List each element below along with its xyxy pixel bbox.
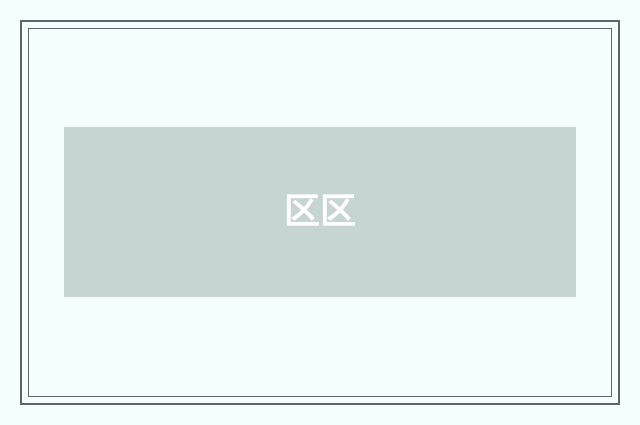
- center-banner: 区区: [64, 127, 576, 297]
- banner-text: 区区: [283, 191, 356, 232]
- inner-border-frame: [28, 28, 612, 397]
- outer-border-frame: [20, 20, 620, 405]
